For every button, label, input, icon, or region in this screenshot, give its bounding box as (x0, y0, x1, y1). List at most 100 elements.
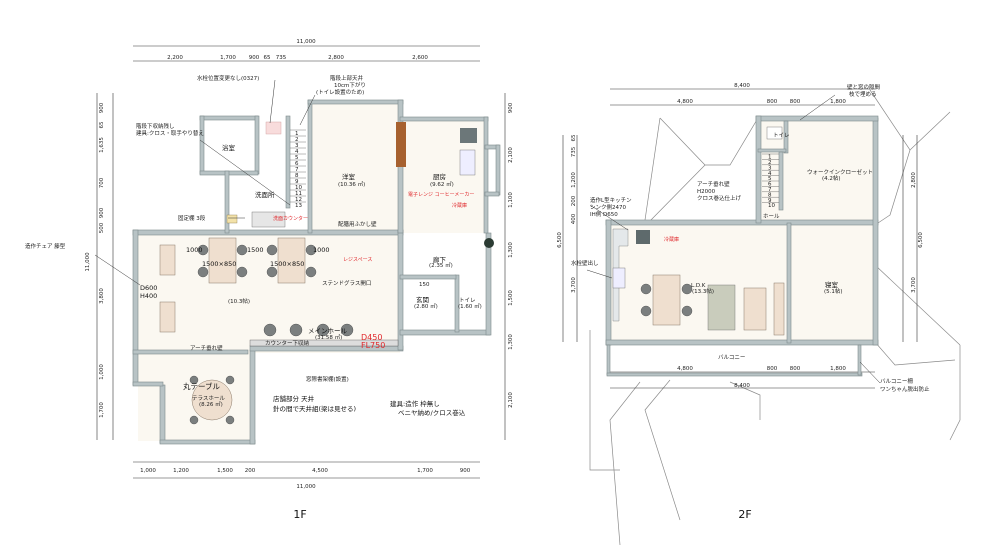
entrance-step: 150 (419, 282, 430, 288)
f2-dim-top-total: 8,400 (734, 83, 750, 89)
f1-dim-bottom: 200 (245, 468, 256, 474)
f2-dim-right: 3,700 (911, 277, 917, 293)
f1-dim-top: 1,700 (220, 55, 236, 61)
stair-number: 4 (768, 171, 772, 177)
stair-number: 10 (295, 185, 302, 191)
floor2-walls (605, 115, 879, 377)
stair-number: 1 (295, 131, 299, 137)
stair-number: 12 (295, 197, 302, 203)
stair-number: 6 (768, 182, 772, 188)
note-wall-gap-2: 枝で埋める (849, 90, 877, 98)
f1-dim-top: 2,200 (167, 55, 183, 61)
stair-number: 5 (295, 155, 299, 161)
stair-number: 3 (768, 165, 772, 171)
room-2f-hall: ホール (763, 213, 780, 220)
floor1-furniture (159, 121, 494, 425)
room-western-area: (10.36 ㎡) (338, 180, 365, 188)
stair-number: 1 (768, 155, 772, 161)
f1-dim-left: 65 (99, 121, 105, 128)
f2-dim-top: 1,800 (830, 99, 846, 105)
stair-number: 5 (768, 176, 772, 182)
dim-gap-1: 1000 (186, 246, 203, 254)
f1-dim-right: 1,300 (508, 334, 514, 350)
room-kitchen: 厨房 (433, 172, 446, 181)
note-stained-glass: ステンドグラス開口 (322, 279, 371, 287)
note-store-ceiling-2: 針の間で天井組(梁は見せる) (273, 404, 356, 413)
note-arch-1: アーチ垂れ壁 (697, 180, 730, 188)
note-fl750: FL750 (361, 341, 385, 350)
note-kitchen-2: シンク側2470 (590, 203, 626, 211)
note-counter: カウンター下収納 (265, 339, 310, 347)
f1-dim-left: 1,700 (99, 402, 105, 418)
f2-dim-left: 3,700 (571, 277, 577, 293)
f1-dim-right: 2,100 (508, 147, 514, 163)
note-arch-2: H2000 (697, 189, 716, 195)
table2-size: 1500×850 (270, 260, 304, 268)
f1-dim-top: 2,600 (412, 55, 428, 61)
f1-dim-right: 1,300 (508, 242, 514, 258)
f2-dim-left-total: 6,500 (557, 232, 563, 248)
note-d450: D450 (361, 333, 382, 342)
note-kitchen-1: 造作L型キッチン (590, 196, 632, 204)
f1-dim-left: 700 (99, 177, 105, 188)
f2-dim-bottom-total: 8,400 (734, 383, 750, 389)
f1-dim-left: 1,000 (99, 364, 105, 380)
note-chair: 造作チェア 籐型 (25, 242, 66, 250)
floor2-label: 2F (738, 508, 751, 521)
floor2-furniture (612, 126, 785, 336)
f2-dim-top: 4,800 (677, 99, 693, 105)
note-arch-wall: アーチ垂れ壁 (190, 344, 223, 352)
stair-number: 13 (295, 203, 302, 209)
f2-dim-left: 200 (571, 195, 577, 206)
f1-dim-right: 2,100 (508, 392, 514, 408)
stair-number: 2 (295, 137, 299, 143)
f2-dim-left: 400 (571, 213, 577, 224)
f1-dim-top: 900 (249, 55, 260, 61)
f1-dim-left: 1,635 (99, 137, 105, 153)
note-store-ceiling-1: 店舗部分 天井 (273, 394, 315, 403)
note-balcony-2: ワンちゃん脱出防止 (880, 385, 930, 393)
f1-dim-bottom: 1,500 (217, 468, 233, 474)
note-kitchen-3: IH側 D650 (590, 210, 618, 218)
room-terrace-hall: テラスホール (192, 395, 225, 402)
room-toilet-area: (1.60 ㎡) (458, 302, 482, 310)
note-stair-ceiling-1: 階段上部天井 (330, 74, 364, 82)
room-ldk-area: (13.3帖) (692, 287, 714, 295)
f1-dim-bottom: 1,700 (417, 468, 433, 474)
room-washroom: 洗面所 (255, 190, 275, 199)
f1-dim-right: 900 (508, 102, 514, 113)
dim-gap-3: 1000 (313, 246, 330, 254)
note-h400: H400 (140, 292, 157, 300)
stair-number: 9 (768, 198, 772, 204)
room-main-hall: メインホール (308, 327, 348, 335)
note-stair-ceiling-3: (トイレ設置のため) (316, 88, 364, 96)
note-d600: D600 (140, 284, 157, 292)
f2-dim-right-total: 6,500 (918, 232, 924, 248)
stair-number: 10 (768, 203, 775, 209)
room-wic-area: (4.2帖) (822, 174, 841, 182)
note-2f-fridge: 冷蔵庫 (664, 236, 679, 243)
table1-size: 1500×850 (202, 260, 236, 268)
f1-dim-left: 900 (99, 207, 105, 218)
stair-number: 8 (768, 192, 772, 198)
stair-number: 8 (295, 173, 299, 179)
dim-gap-2: 1500 (247, 246, 264, 254)
stair-number: 6 (295, 161, 299, 167)
room-wic: ウォークインクローゼット (807, 168, 873, 176)
room-balcony: バルコニー (718, 354, 745, 361)
room-kitchen-area: (9.62 ㎡) (430, 180, 454, 188)
note-arch-3: クロス巻込仕上げ (697, 194, 742, 202)
note-fridge: 冷蔵庫 (452, 202, 467, 209)
note-under-stair-2: 建具:クロス・取手やり替え (136, 129, 204, 137)
stair-number: 11 (295, 191, 302, 197)
f1-dim-bottom: 900 (460, 468, 471, 474)
f2-dim-top: 800 (790, 99, 801, 105)
hall-center-area: (10.3帖) (228, 297, 250, 305)
f1-dim-bottom: 1,200 (173, 468, 189, 474)
note-stove: 電子レンジ コーヒーメーカー (408, 191, 474, 198)
